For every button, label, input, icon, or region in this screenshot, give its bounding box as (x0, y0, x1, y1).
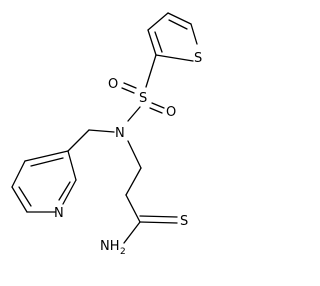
atom-pyridine-n: N (54, 206, 64, 221)
atom-amine-nh: NH (100, 239, 120, 254)
molecule-diagram: S S O O N N S NH 2 (11, 12, 202, 257)
bond-thiophene-s-c2 (155, 54, 194, 62)
bond-sulfonyl-o2-b (149, 107, 163, 114)
bond-sulfonyl-o1-a (123, 82, 137, 89)
structure-svg: S S O O N N S NH 2 (11, 12, 202, 257)
pyridine-ring (11, 150, 77, 213)
bond-thiophene-c2-c3-inner (154, 31, 163, 53)
atom-thiophene-s: S (194, 51, 202, 66)
bond-sulfonyl-o2-a (151, 102, 165, 109)
bond-thiophene-c5-s (190, 23, 198, 45)
bond-c2-sulfonyl (145, 54, 157, 88)
bond-chain-c2 (125, 167, 142, 196)
bond-pyr-c3-c2 (67, 150, 77, 181)
bond-pyr-c5-c4 (11, 160, 26, 188)
bond-n-ch2-benzyl (88, 129, 115, 133)
bond-pyr-c6-c5-inner (18, 186, 32, 207)
bond-pyr-c4-c3 (24, 150, 69, 162)
bond-thiophene-c2-c3 (147, 29, 157, 56)
bond-pyr-c2-n-inner (58, 181, 71, 201)
atom-oxygen-1: O (108, 77, 118, 92)
atom-oxygen-2: O (166, 105, 176, 120)
bond-pyr-c2-n (62, 179, 77, 205)
bond-n-ch2-chain (127, 140, 142, 169)
atom-amine-subscript: 2 (120, 247, 126, 257)
bond-thiophene-c4-c5 (167, 12, 192, 25)
bond-thioamide-cn (123, 221, 141, 244)
bond-thioamide-cs-a (139, 221, 178, 224)
atom-sulfonamide-n: N (115, 126, 125, 141)
bond-thiophene-c3-c4 (147, 12, 169, 31)
bond-pyr-c6-c5 (11, 186, 28, 213)
bond-thioamide-cs-b (139, 215, 178, 218)
bond-sulfonyl-o1-b (121, 87, 135, 94)
bond-chain-c3 (125, 194, 141, 223)
bond-pyr-c4-c3-inner (30, 157, 64, 167)
atom-sulfonyl-s: S (139, 91, 147, 106)
bond-ch2-pyridine (67, 129, 90, 152)
atom-thioamide-s: S (180, 214, 188, 229)
thiophene-ring (147, 12, 198, 62)
bond-thiophene-c4-c5-inner (168, 19, 188, 30)
bond-sulfonyl-n (127, 106, 141, 122)
